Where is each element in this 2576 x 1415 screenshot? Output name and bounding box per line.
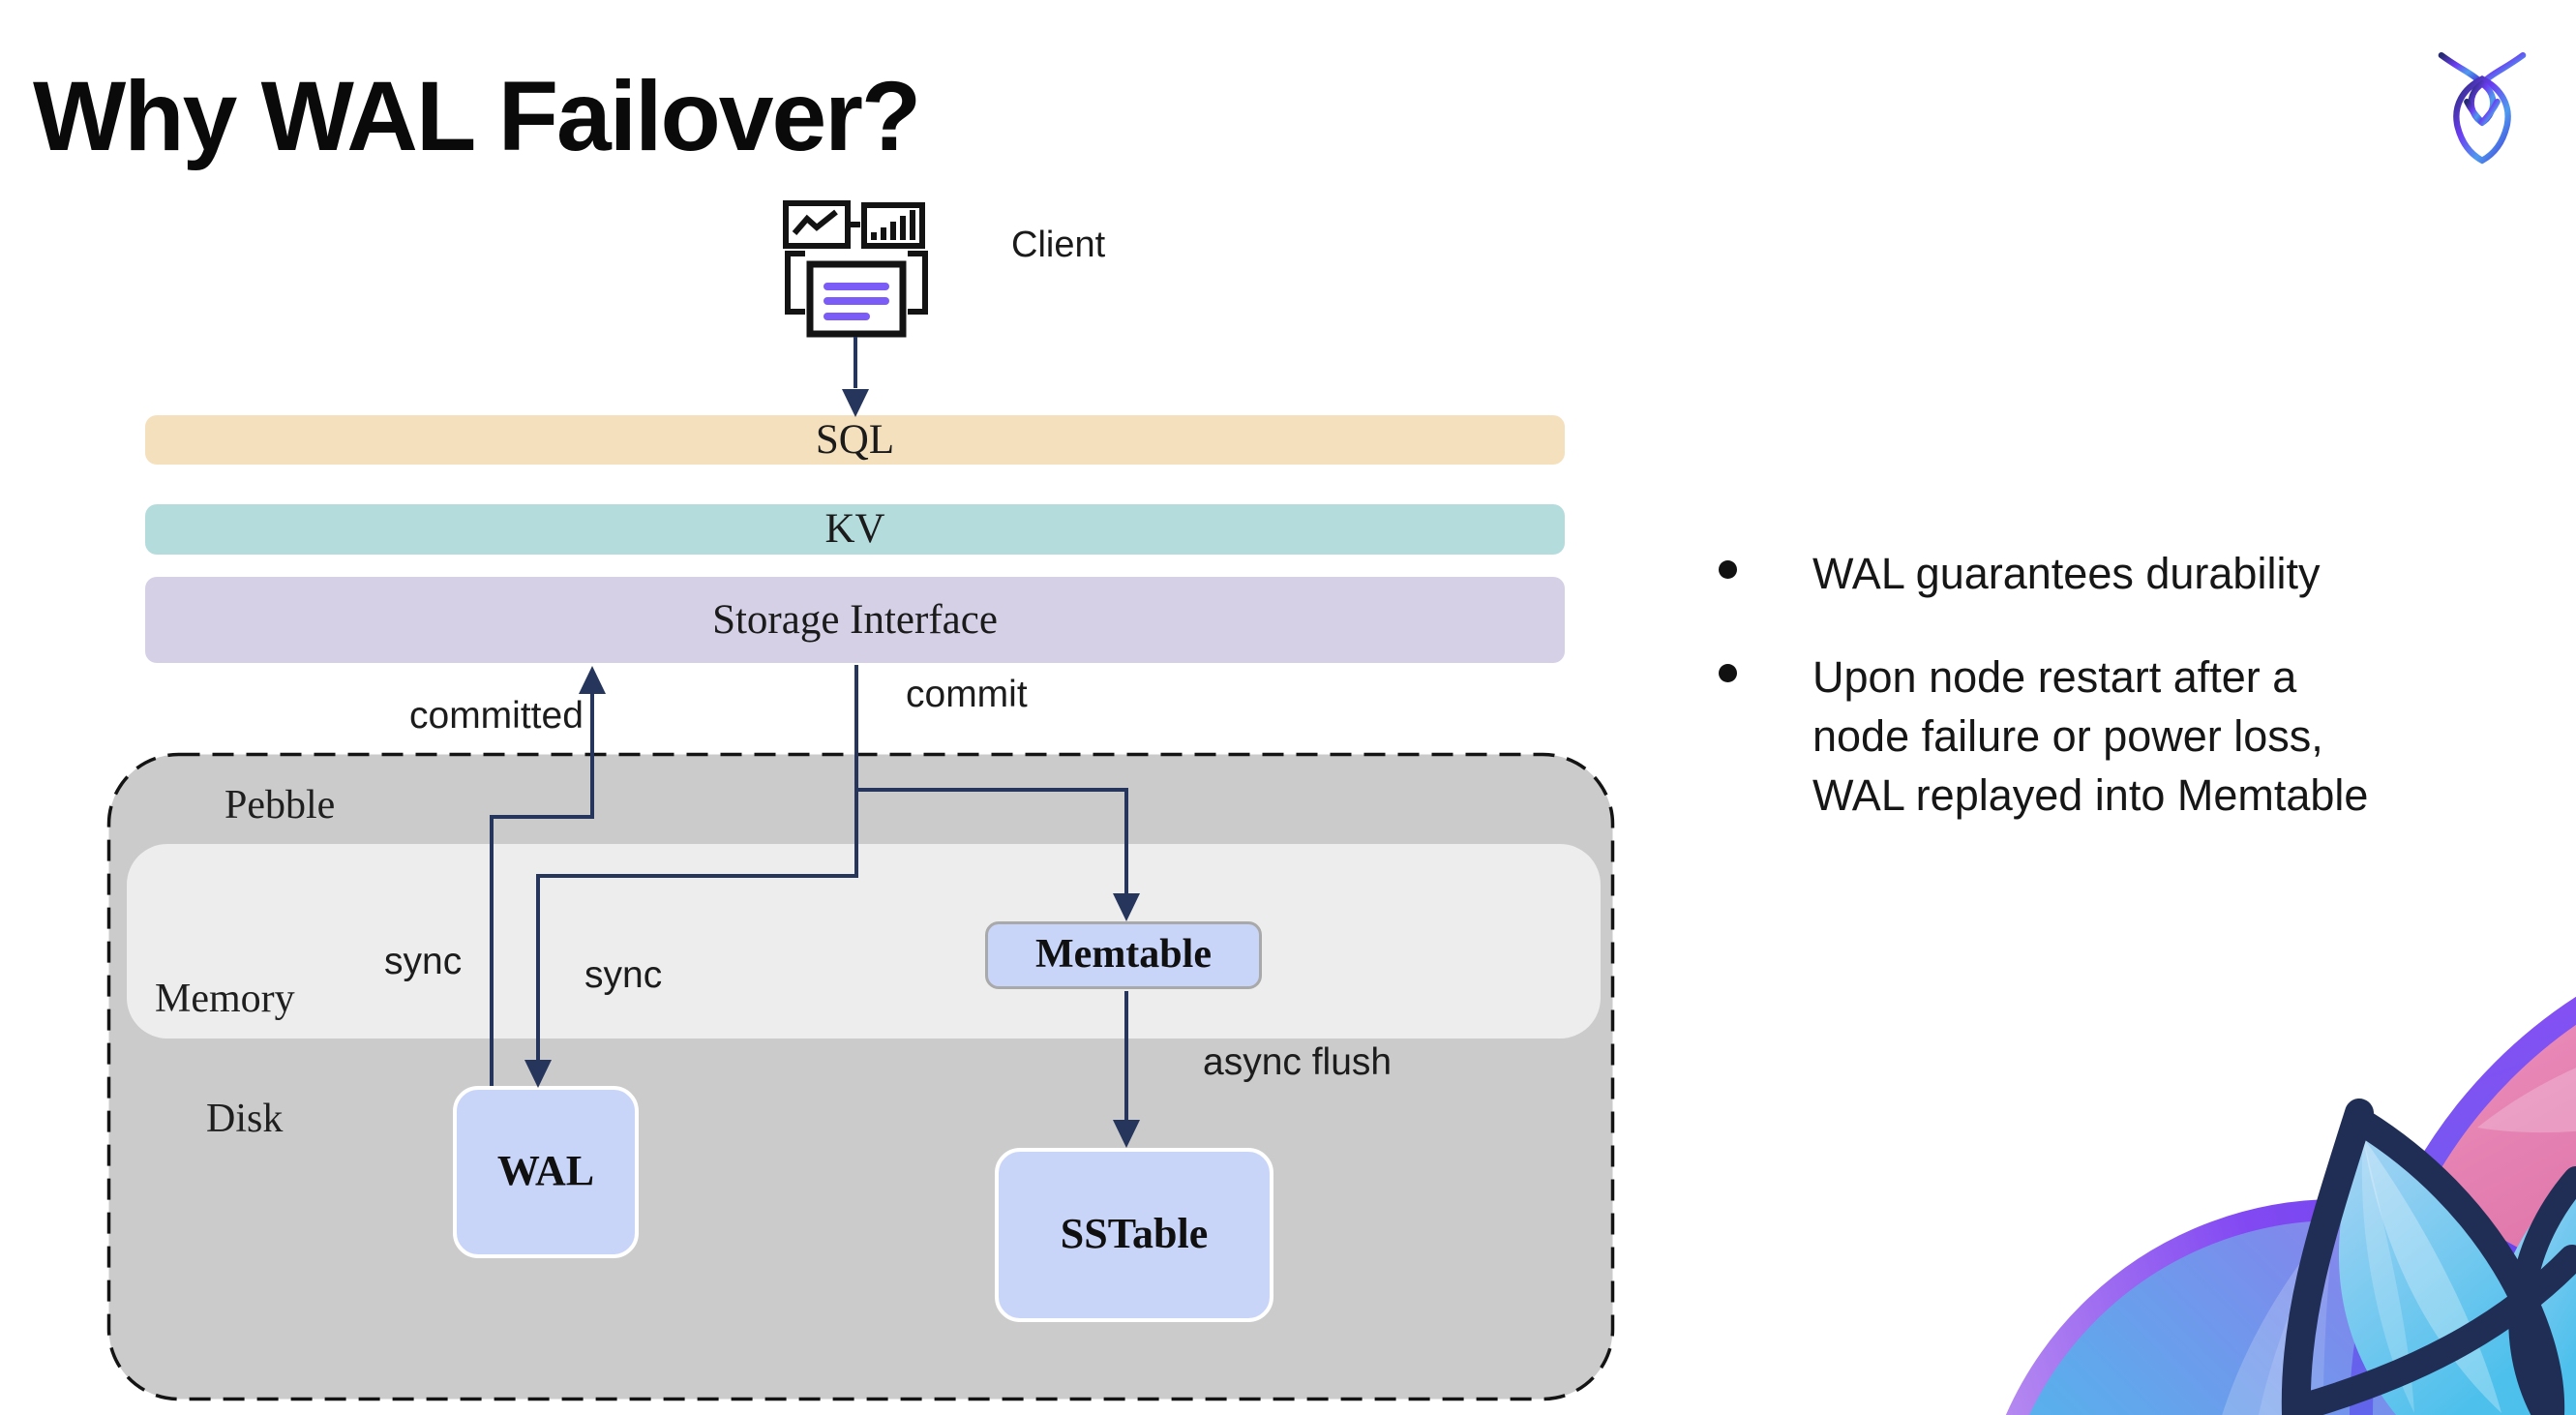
committed-label: committed bbox=[409, 695, 584, 737]
sync-label-right: sync bbox=[584, 954, 663, 996]
async-flush-label: async flush bbox=[1203, 1041, 1393, 1083]
layer-sql: SQL bbox=[145, 415, 1565, 465]
list-item: WAL guarantees durability bbox=[1719, 544, 2570, 603]
bullet-text: WAL guarantees durability bbox=[1812, 549, 2321, 598]
bullet-text-line: node failure or power loss, bbox=[1812, 711, 2323, 761]
bullet-dot-icon bbox=[1719, 560, 1737, 579]
sstable-node: SSTable bbox=[995, 1148, 1273, 1322]
layer-kv: KV bbox=[145, 504, 1565, 555]
page-title: Why WAL Failover? bbox=[33, 61, 921, 171]
cockroachdb-brand-art bbox=[2005, 997, 2576, 1415]
bullet-text-line: WAL replayed into Memtable bbox=[1812, 770, 2369, 820]
disk-label: Disk bbox=[206, 1097, 284, 1141]
commit-label: commit bbox=[906, 674, 1028, 715]
memory-label: Memory bbox=[155, 977, 295, 1021]
bullet-text-line: Upon node restart after a bbox=[1812, 652, 2297, 702]
memtable-node: Memtable bbox=[985, 921, 1262, 989]
cockroachdb-logo-icon bbox=[2438, 51, 2527, 165]
bullet-dot-icon bbox=[1719, 664, 1737, 682]
memory-band bbox=[127, 844, 1601, 1039]
bullet-list: WAL guarantees durability Upon node rest… bbox=[1719, 544, 2570, 869]
pebble-label: Pebble bbox=[225, 783, 336, 828]
list-item: Upon node restart after a node failure o… bbox=[1719, 647, 2570, 825]
client-label: Client bbox=[1011, 225, 1106, 265]
sync-label-left: sync bbox=[384, 941, 463, 982]
layer-storage-interface: Storage Interface bbox=[145, 577, 1565, 663]
client-app-icon bbox=[783, 200, 928, 338]
wal-node: WAL bbox=[453, 1086, 639, 1258]
